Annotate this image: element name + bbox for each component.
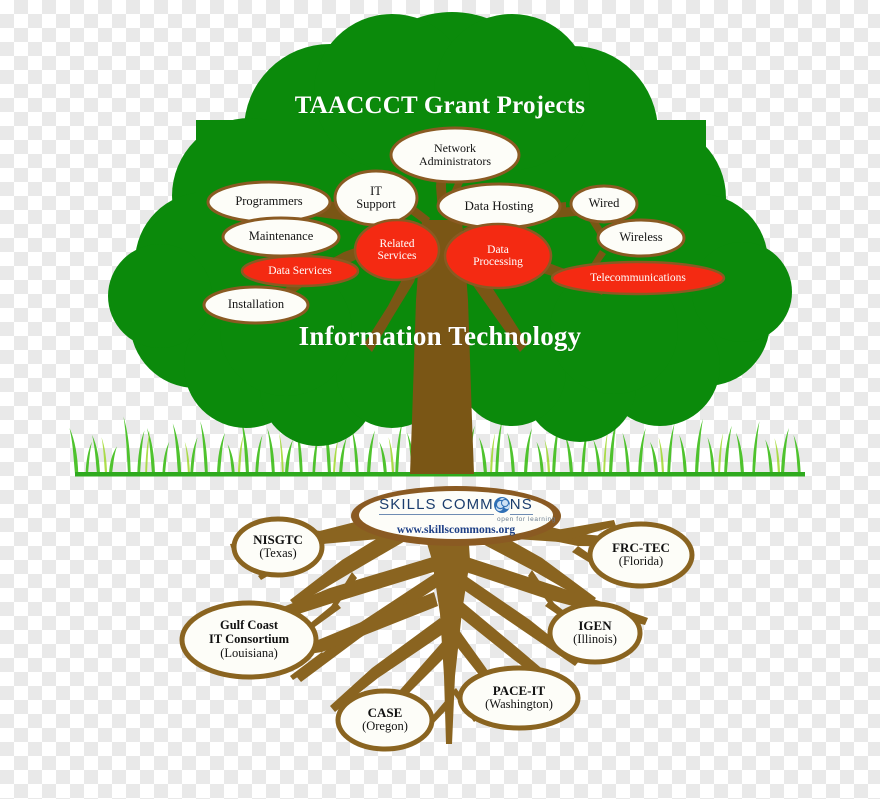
canopy-pods bbox=[202, 126, 726, 325]
canopy-pod-data-services[interactable] bbox=[240, 254, 360, 288]
root-pod-gulf-coast-it-consortium[interactable] bbox=[179, 600, 319, 680]
root-pod-pace-it[interactable] bbox=[457, 665, 581, 731]
root-pod-case[interactable] bbox=[335, 688, 435, 752]
canopy-pod-wireless[interactable] bbox=[596, 218, 686, 258]
root-pod-frc-tec[interactable] bbox=[587, 521, 695, 589]
root-pod-nisgtc[interactable] bbox=[231, 516, 325, 578]
canopy-pod-wired[interactable] bbox=[569, 184, 639, 224]
canopy-pod-installation[interactable] bbox=[202, 285, 310, 325]
canopy-pod-network-administrators[interactable] bbox=[389, 126, 521, 184]
canopy-pod-telecommunications[interactable] bbox=[550, 260, 726, 296]
root-pods bbox=[179, 516, 695, 752]
root-pod-igen[interactable] bbox=[547, 601, 643, 665]
canopy-pod-data-processing[interactable] bbox=[443, 222, 553, 290]
canopy-pod-data-hosting[interactable] bbox=[436, 182, 562, 230]
root-base bbox=[351, 486, 561, 546]
grass-band bbox=[69, 416, 805, 477]
canopy-pod-programmers[interactable] bbox=[206, 180, 332, 224]
canopy-pod-related-services[interactable] bbox=[353, 218, 441, 282]
canopy-pod-it-support[interactable] bbox=[333, 169, 419, 227]
canopy-pod-maintenance[interactable] bbox=[221, 216, 341, 258]
